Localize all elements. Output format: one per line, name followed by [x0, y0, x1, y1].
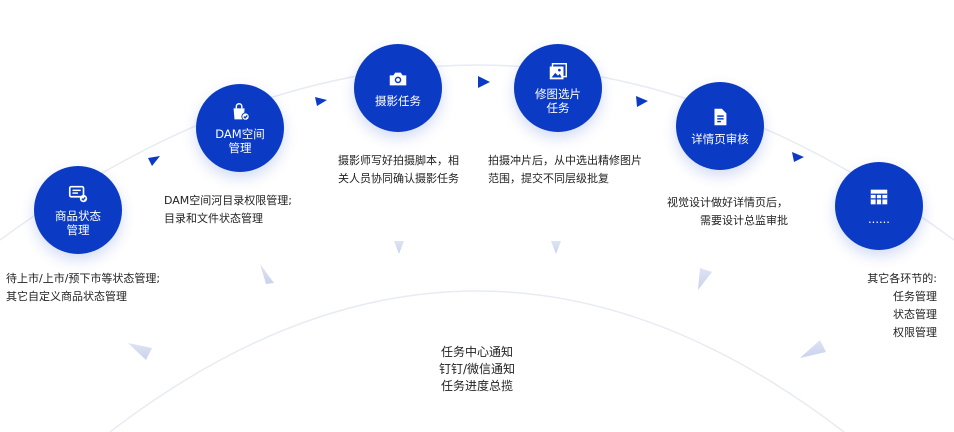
flow-arrow: [636, 96, 648, 107]
flow-arrow: [148, 156, 160, 166]
node-label: DAM空间 管理: [215, 127, 265, 155]
desc-retouch-task: 拍摄冲片后，从中选出精修图片 范围，提交不同层级批复: [488, 154, 642, 185]
flow-arrow: [315, 97, 327, 106]
document-icon: [714, 108, 727, 126]
node-label: ......: [868, 212, 890, 226]
images-icon: [549, 63, 567, 80]
desc-other: 其它各环节的: 任务管理 状态管理 权限管理: [867, 272, 937, 339]
desc-dam-space: DAM空间河目录权限管理; 目录和文件状态管理: [164, 194, 292, 225]
camera-icon: [389, 72, 407, 86]
inward-arrow: [698, 268, 712, 290]
node-label: 详情页审核: [691, 132, 749, 146]
desc-photo-task: 摄影师写好拍摄脚本，相 关人员协同确认摄影任务: [338, 154, 459, 185]
inward-arrow: [551, 241, 561, 254]
inward-arrow: [394, 241, 404, 254]
inner-arc: [109, 290, 845, 432]
grid-table-icon: [870, 189, 888, 205]
node-retouch-task[interactable]: 修图选片 任务: [514, 44, 602, 132]
node-label: 商品状态 管理: [55, 209, 101, 237]
outer-arc: [0, 64, 954, 241]
inward-arrow: [800, 340, 826, 358]
bag-check-icon: [233, 103, 250, 121]
node-detail-review[interactable]: 详情页审核: [676, 82, 764, 170]
desc-detail-review: 视觉设计做好详情页后， 需要设计总监审批: [667, 196, 788, 227]
node-photo-task[interactable]: 摄影任务: [354, 44, 442, 132]
flow-arrow: [478, 76, 490, 88]
inward-arrow: [128, 343, 152, 360]
flow-arrow: [792, 152, 804, 162]
node-dam-space[interactable]: DAM空间 管理: [196, 84, 284, 172]
node-other[interactable]: ......: [835, 162, 923, 250]
node-label: 摄影任务: [375, 94, 421, 108]
inward-arrow: [260, 264, 274, 284]
monitor-check-icon: [68, 185, 88, 203]
task-center-hub: 任务中心通知 钉钉/微信通知 任务进度总揽: [438, 345, 516, 393]
node-label: 修图选片 任务: [535, 87, 581, 115]
node-goods-status[interactable]: 商品状态 管理: [34, 166, 122, 254]
desc-goods-status: 待上市/上市/预下市等状态管理; 其它自定义商品状态管理: [6, 272, 161, 303]
